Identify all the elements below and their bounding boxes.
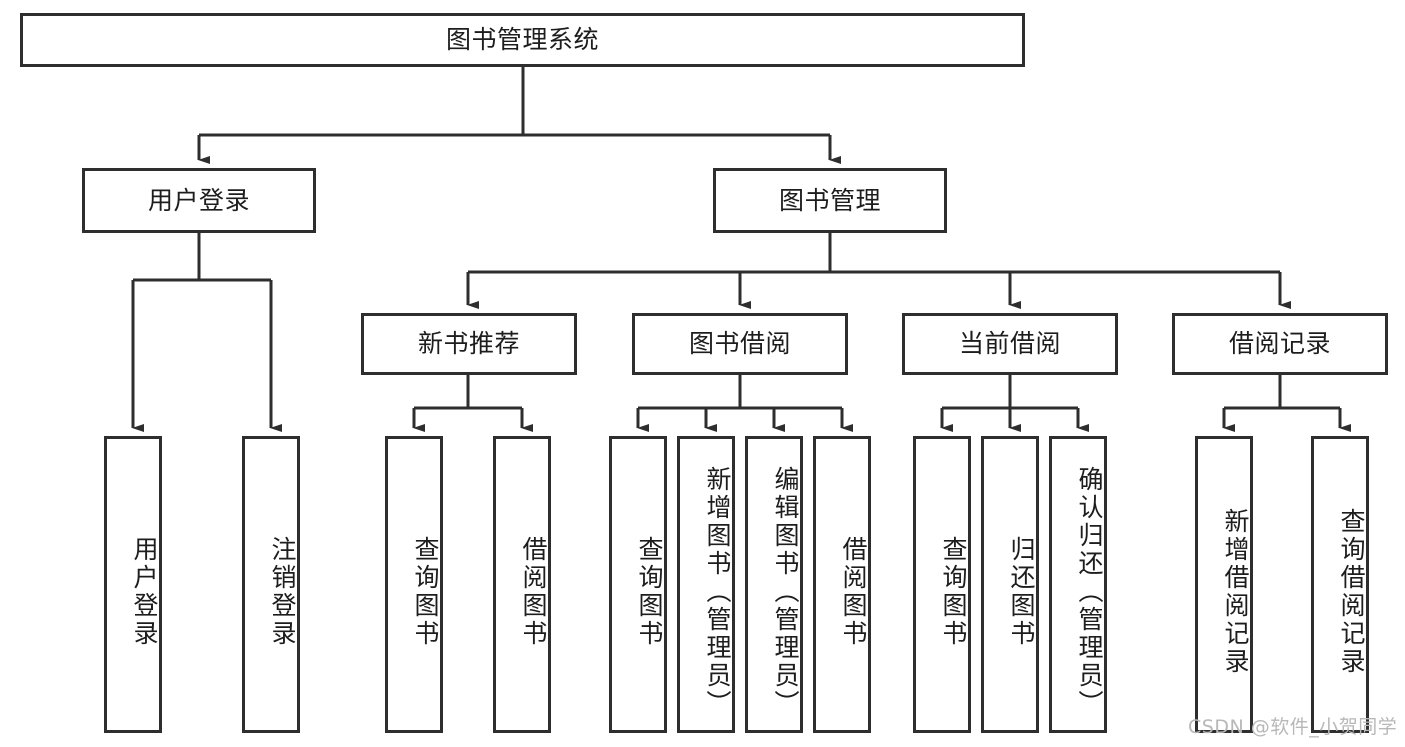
node-leaf-confirm-return-label: 确认归还（管理员） (1075, 465, 1104, 718)
node-leaf-logout-login[interactable]: 注销登录 (242, 436, 300, 733)
node-book-management-label: 图书管理 (778, 185, 881, 215)
node-new-book-recommend-label: 新书推荐 (417, 329, 520, 359)
node-root[interactable]: 图书管理系统 (20, 13, 1025, 67)
node-leaf-query-book-1-label: 查询图书 (411, 535, 440, 648)
node-leaf-query-book-2-label: 查询图书 (635, 535, 664, 648)
node-leaf-user-login[interactable]: 用户登录 (104, 436, 162, 733)
node-leaf-edit-book[interactable]: 编辑图书（管理员） (745, 436, 803, 733)
node-leaf-borrow-book-1-label: 借阅图书 (519, 535, 548, 648)
node-leaf-edit-book-label: 编辑图书（管理员） (771, 465, 800, 718)
node-leaf-return-book-label: 归还图书 (1007, 535, 1036, 648)
node-current-borrow[interactable]: 当前借阅 (902, 313, 1118, 375)
node-leaf-query-record[interactable]: 查询借阅记录 (1311, 436, 1369, 733)
csdn-watermark: CSDN @软件_小贺同学 (1188, 716, 1398, 738)
node-borrow-record-label: 借阅记录 (1228, 329, 1331, 359)
node-user-login-label: 用户登录 (147, 185, 250, 215)
node-root-label: 图书管理系统 (445, 25, 599, 55)
node-leaf-borrow-book-2-label: 借阅图书 (839, 535, 868, 648)
node-borrow-record[interactable]: 借阅记录 (1172, 313, 1388, 375)
node-book-borrow[interactable]: 图书借阅 (632, 313, 848, 375)
node-user-login[interactable]: 用户登录 (82, 168, 316, 233)
node-book-management[interactable]: 图书管理 (713, 168, 947, 233)
node-leaf-add-record-label: 新增借阅记录 (1221, 507, 1250, 676)
node-leaf-query-record-label: 查询借阅记录 (1337, 507, 1366, 676)
node-leaf-confirm-return[interactable]: 确认归还（管理员） (1049, 436, 1107, 733)
node-leaf-query-book-2[interactable]: 查询图书 (609, 436, 667, 733)
node-leaf-user-login-label: 用户登录 (130, 535, 159, 648)
node-leaf-borrow-book-2[interactable]: 借阅图书 (813, 436, 871, 733)
node-leaf-logout-login-label: 注销登录 (268, 535, 297, 648)
node-leaf-borrow-book-1[interactable]: 借阅图书 (493, 436, 551, 733)
node-leaf-add-book[interactable]: 新增图书（管理员） (677, 436, 735, 733)
node-leaf-query-book-3-label: 查询图书 (939, 535, 968, 648)
node-book-borrow-label: 图书借阅 (688, 329, 791, 359)
node-new-book-recommend[interactable]: 新书推荐 (361, 313, 577, 375)
node-leaf-query-book-1[interactable]: 查询图书 (385, 436, 443, 733)
node-leaf-return-book[interactable]: 归还图书 (981, 436, 1039, 733)
node-leaf-add-book-label: 新增图书（管理员） (703, 465, 732, 718)
node-leaf-query-book-3[interactable]: 查询图书 (913, 436, 971, 733)
node-leaf-add-record[interactable]: 新增借阅记录 (1195, 436, 1253, 733)
node-current-borrow-label: 当前借阅 (958, 329, 1061, 359)
